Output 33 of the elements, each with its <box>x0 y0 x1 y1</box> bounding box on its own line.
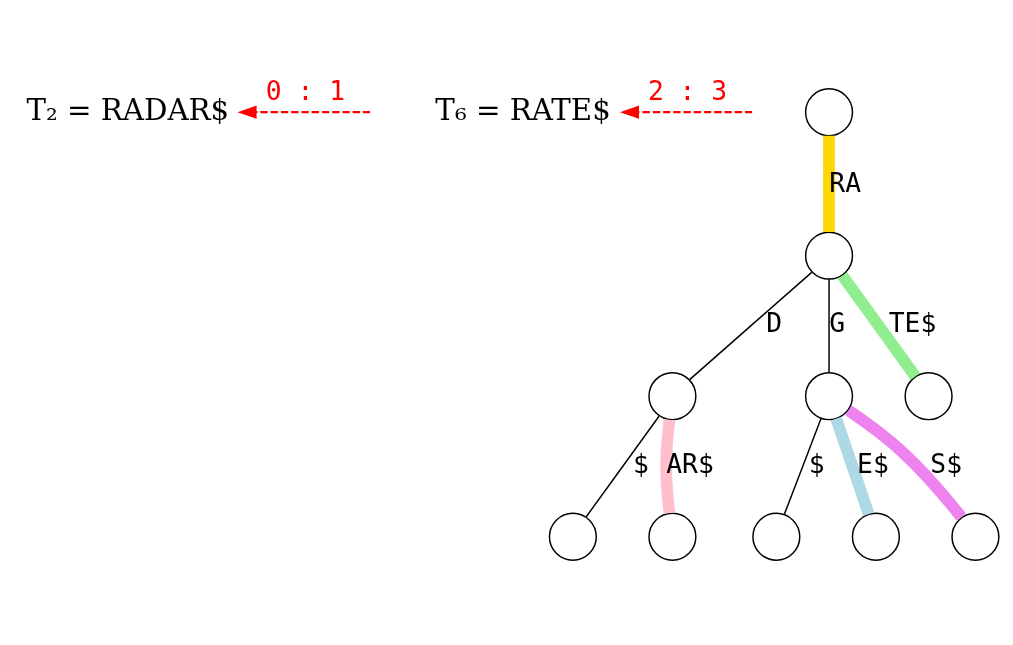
edge-label: 0 : 1 <box>265 75 345 106</box>
edge-label: D <box>765 307 782 338</box>
node-circle <box>804 371 853 420</box>
edge-label: E$ <box>856 448 889 479</box>
node-circle <box>804 87 853 136</box>
connector <box>837 271 920 380</box>
edge-label: TE$ <box>888 307 936 338</box>
connector <box>659 418 675 514</box>
connector <box>584 415 660 518</box>
edge-label: $ <box>632 448 649 479</box>
edge-label: 2 : 3 <box>647 75 727 106</box>
node-text: T₂ = RADAR$ <box>25 92 229 127</box>
node-circle <box>804 231 853 280</box>
node-text: T₆ = RATE$ <box>434 92 611 127</box>
node-circle <box>647 371 697 420</box>
node-circle <box>647 512 697 561</box>
connector <box>688 271 812 381</box>
node-circle <box>548 512 597 561</box>
edge-label: AR$ <box>665 448 714 479</box>
node-circle <box>851 512 900 561</box>
connector <box>830 416 874 516</box>
connector <box>783 417 822 515</box>
node-circle <box>903 371 953 420</box>
node-circle <box>751 512 800 561</box>
edge-label: G <box>828 307 845 338</box>
connector <box>844 405 966 521</box>
node-circle <box>950 512 1000 561</box>
edge-label: $ <box>808 448 825 479</box>
arrow <box>619 105 752 119</box>
edge-label: S$ <box>929 448 962 479</box>
connector <box>827 278 830 373</box>
arrow <box>237 105 370 119</box>
connector <box>822 135 835 232</box>
